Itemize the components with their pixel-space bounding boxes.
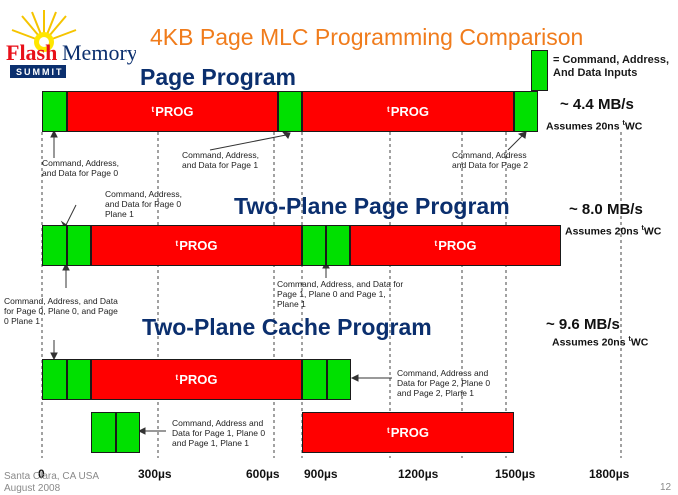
page-program-assumes: Assumes 20ns tWC xyxy=(546,120,643,133)
cache-page0-plane1-input xyxy=(67,359,91,400)
two-plane-page1-plane1-input xyxy=(326,225,350,266)
svg-text:Memory: Memory xyxy=(62,40,136,65)
footer-location: Santa Clara, CA USA xyxy=(4,471,100,482)
label-two-plane-page0: Command, Address, and Data for Page 0, P… xyxy=(4,296,118,326)
tick-1500: 1500µs xyxy=(495,467,536,481)
page-program-speed: ~ 4.4 MB/s xyxy=(560,96,634,113)
two-plane-page1-plane0-input xyxy=(302,225,326,266)
page2-data-input xyxy=(514,91,538,132)
page0-data-input xyxy=(42,91,67,132)
slide-title: 4KB Page MLC Programming Comparison xyxy=(150,24,584,50)
legend-text: = Command, Address, And Data Inputs xyxy=(553,54,669,80)
cache-program-title: Two-Plane Cache Program xyxy=(142,314,432,340)
starburst-logo-icon: Flash Memory SUMMIT xyxy=(6,10,138,78)
label-two-plane-page0-plane1: Command, Address, and Data for Page 0 Pl… xyxy=(105,189,183,219)
cache-program-assumes: Assumes 20ns tWC xyxy=(552,336,649,349)
slide-number: 12 xyxy=(660,482,672,493)
flash-memory-summit-logo: Flash Memory SUMMIT xyxy=(4,8,138,86)
page-program-title: Page Program xyxy=(140,64,296,90)
two-plane-page0-plane1-input xyxy=(67,225,91,266)
tick-600: 600µs xyxy=(246,467,280,481)
legend-swatch xyxy=(531,50,548,91)
footer-date: August 2008 xyxy=(4,483,61,494)
label-page2: Command, Address and Data for Page 2 xyxy=(452,150,529,170)
label-page1: Command, Address, and Data for Page 1 xyxy=(182,150,260,170)
two-plane-title: Two-Plane Page Program xyxy=(234,193,510,219)
tick-300: 300µs xyxy=(138,467,172,481)
two-plane-assumes: Assumes 20ns tWC xyxy=(565,225,662,238)
cache-page0-plane0-input xyxy=(42,359,67,400)
tick-900: 900µs xyxy=(304,467,338,481)
svg-text:Flash: Flash xyxy=(6,40,57,65)
cache-page2-plane0-input xyxy=(302,359,327,400)
label-cache-page2: Command, Address and Data for Page 2, Pl… xyxy=(397,368,491,398)
label-cache-page1: Command, Address and Data for Page 1, Pl… xyxy=(172,418,266,448)
label-two-plane-page1: Command, Address, and Data for Page 1, P… xyxy=(277,279,404,309)
tick-1200: 1200µs xyxy=(398,467,439,481)
two-plane-speed: ~ 8.0 MB/s xyxy=(569,201,643,218)
svg-text:SUMMIT: SUMMIT xyxy=(16,67,64,77)
tick-0: 0 xyxy=(38,467,45,481)
legend-line-1: = Command, Address, xyxy=(553,54,670,66)
footer-location-date: Santa Clara, CA USA August 2008 xyxy=(4,471,99,495)
page1-data-input xyxy=(278,91,302,132)
legend-line-2: And Data Inputs xyxy=(553,67,638,79)
two-plane-page0-plane0-input xyxy=(42,225,67,266)
cache-page1-plane1-input xyxy=(116,412,140,453)
cache-program-speed: ~ 9.6 MB/s xyxy=(546,316,620,333)
tick-1800: 1800µs xyxy=(589,467,630,481)
cache-page1-plane0-input xyxy=(91,412,116,453)
cache-page2-plane1-input xyxy=(327,359,351,400)
label-page0: Command, Address, and Data for Page 0 xyxy=(42,158,120,178)
